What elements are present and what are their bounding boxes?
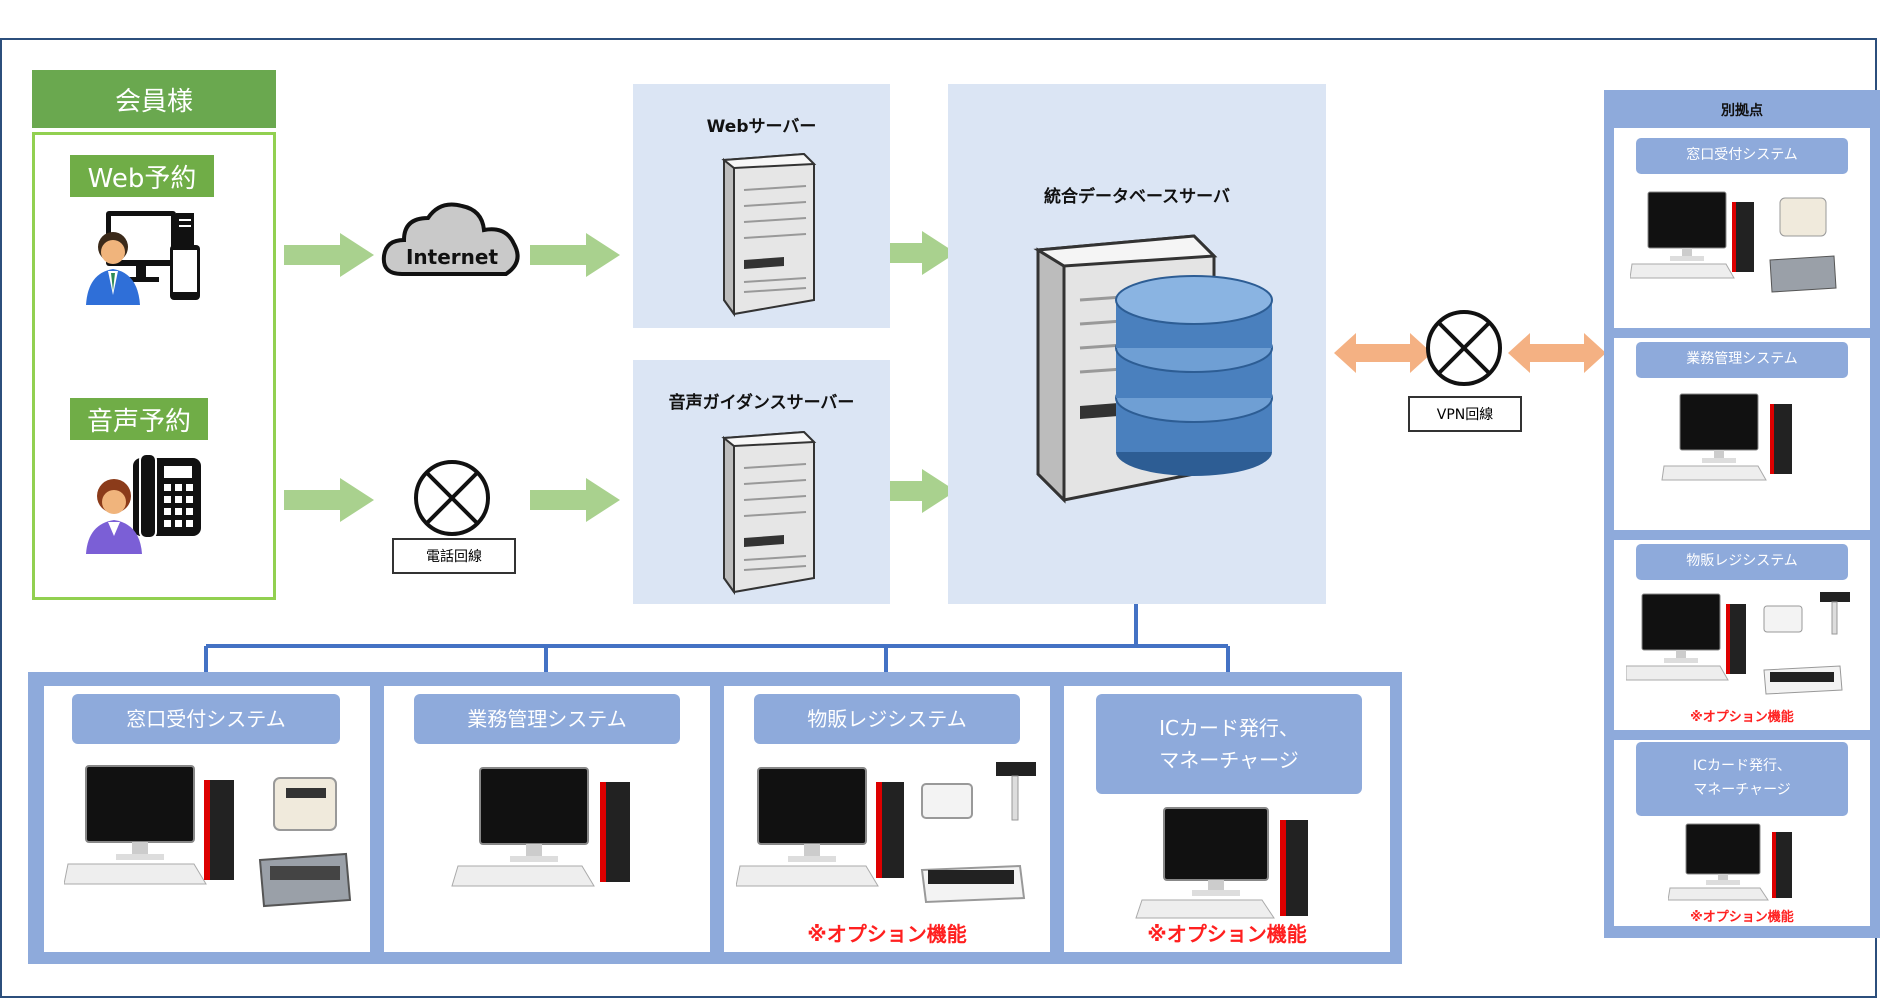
remote-site-title: 別拠点: [1721, 103, 1763, 119]
voice-server-tower-icon: [721, 430, 817, 596]
remote-business-equipment-icon: [1661, 393, 1792, 481]
remote-label-business: 業務管理システム: [1636, 342, 1848, 378]
business-equipment-icon: [451, 767, 630, 887]
ic-card-option-note: ※オプション機能: [1147, 922, 1307, 946]
web-server-tower-icon: [721, 152, 817, 318]
remote-pos-equipment-icon: [1626, 592, 1850, 695]
members-header: 会員様: [32, 70, 276, 128]
ic-card-label-line2: マネーチャージ: [1159, 748, 1299, 772]
system-label-business: 業務管理システム: [414, 694, 680, 744]
arrow-webserver-to-db: [884, 231, 956, 275]
pos-option-note: ※オプション機能: [807, 922, 967, 946]
remote-ic-card-equipment-icon: [1668, 823, 1792, 901]
voice-user-phone-icon: [86, 453, 201, 554]
vpn-left-double-arrow: [1334, 333, 1432, 373]
system-connector-lines: [204, 604, 1230, 676]
ic-card-label-line1: ICカード発行、: [1159, 716, 1299, 740]
voice-server-title: 音声ガイダンスサーバー: [668, 393, 855, 413]
web-reservation-label: Web予約: [70, 155, 214, 197]
phone-line-label: 電話回線: [392, 538, 516, 574]
pos-equipment-icon: [736, 762, 1036, 904]
system-label-reception: 窓口受付システム: [72, 694, 340, 744]
vpn-crossed-circle-icon: [1426, 310, 1502, 386]
database-server-title: 統合データベースサーバ: [1044, 187, 1230, 207]
voice-reservation-label: 音声予約: [70, 398, 208, 440]
remote-pos-option-note: ※オプション機能: [1690, 710, 1794, 725]
arrow-internet-to-webserver: [530, 233, 620, 277]
members-box: [32, 132, 276, 600]
system-label-ic-card: ICカード発行、 マネーチャージ: [1096, 694, 1362, 794]
web-user-devices-icon: [86, 211, 200, 305]
arrow-phone-line-to-voice-server: [530, 478, 620, 522]
remote-ic-card-option-note: ※オプション機能: [1690, 910, 1794, 925]
internet-label: Internet: [405, 245, 499, 269]
web-server-title: Webサーバー: [706, 117, 817, 137]
system-label-pos: 物販レジシステム: [754, 694, 1020, 744]
reception-equipment-icon: [64, 765, 352, 908]
remote-ic-card-label-line2: マネーチャージ: [1693, 782, 1791, 798]
remote-label-ic-card: ICカード発行、 マネーチャージ: [1636, 742, 1848, 816]
remote-label-pos: 物販レジシステム: [1636, 544, 1848, 580]
database-server-icon: [1033, 234, 1273, 504]
arrow-voice-to-phone-line: [284, 478, 374, 522]
remote-label-reception: 窓口受付システム: [1636, 138, 1848, 174]
internet-cloud-icon: [381, 202, 520, 276]
ic-card-equipment-icon: [1135, 807, 1308, 919]
vpn-right-double-arrow: [1508, 333, 1606, 373]
remote-ic-card-label-line1: ICカード発行、: [1693, 758, 1791, 775]
vpn-label: VPN回線: [1408, 396, 1522, 432]
arrow-voice-server-to-db: [884, 469, 956, 513]
phone-line-crossed-circle-icon: [414, 460, 490, 536]
arrow-web-to-internet: [284, 233, 374, 277]
remote-reception-equipment-icon: [1630, 191, 1837, 293]
